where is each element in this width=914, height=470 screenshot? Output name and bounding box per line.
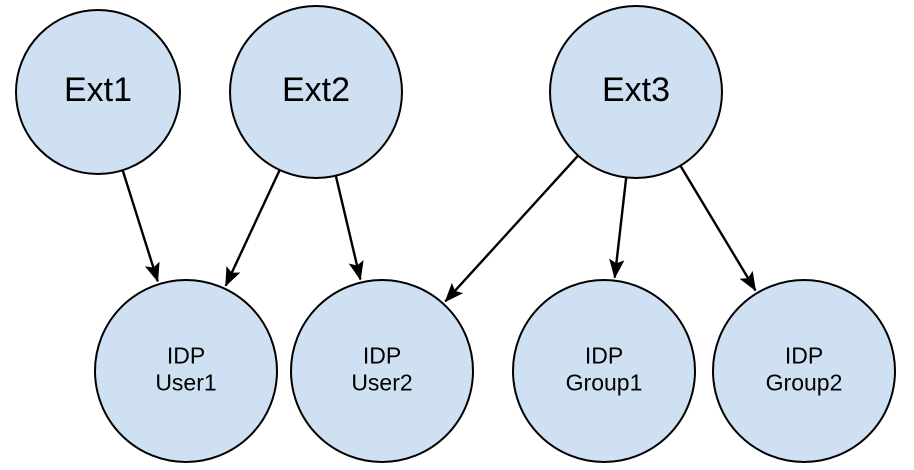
node-label-line: Group1 — [566, 370, 643, 396]
node-label-line: Ext1 — [64, 71, 132, 109]
node-label-ext3: Ext3 — [602, 71, 670, 109]
node-shape-ext3[interactable] — [549, 5, 723, 179]
node-label-line: User2 — [351, 370, 412, 396]
edge-ext3-group2 — [679, 165, 757, 292]
node-label-line: Ext3 — [602, 71, 670, 109]
node-label-line: User1 — [155, 370, 216, 396]
node-shape-idp-group2[interactable] — [712, 279, 896, 463]
node-label-ext1: Ext1 — [64, 71, 132, 109]
edge-ext3-group1 — [609, 177, 628, 279]
edge-ext3-user2 — [444, 154, 579, 303]
edge-ext1-user1 — [121, 169, 160, 283]
node-label-line: IDP — [585, 343, 623, 369]
node-shape-idp-user2[interactable] — [290, 279, 474, 463]
edge-ext2-user1 — [224, 169, 281, 287]
node-ext2[interactable]: Ext2 — [229, 5, 403, 179]
node-label-ext2: Ext2 — [282, 71, 350, 109]
node-label-line: IDP — [785, 343, 823, 369]
node-shape-ext2[interactable] — [229, 5, 403, 179]
node-label-line: Group2 — [766, 370, 843, 396]
node-label-line: Ext2 — [282, 71, 350, 109]
node-ext1[interactable]: Ext1 — [15, 9, 181, 175]
node-label-line: IDP — [363, 343, 401, 369]
node-ext3[interactable]: Ext3 — [549, 5, 723, 179]
edge-ext2-user2 — [334, 175, 364, 281]
node-shape-idp-group1[interactable] — [512, 279, 696, 463]
edges-layer — [121, 154, 757, 303]
node-label-line: IDP — [167, 343, 205, 369]
node-shape-idp-user1[interactable] — [94, 279, 278, 463]
node-shape-ext1[interactable] — [15, 9, 181, 175]
